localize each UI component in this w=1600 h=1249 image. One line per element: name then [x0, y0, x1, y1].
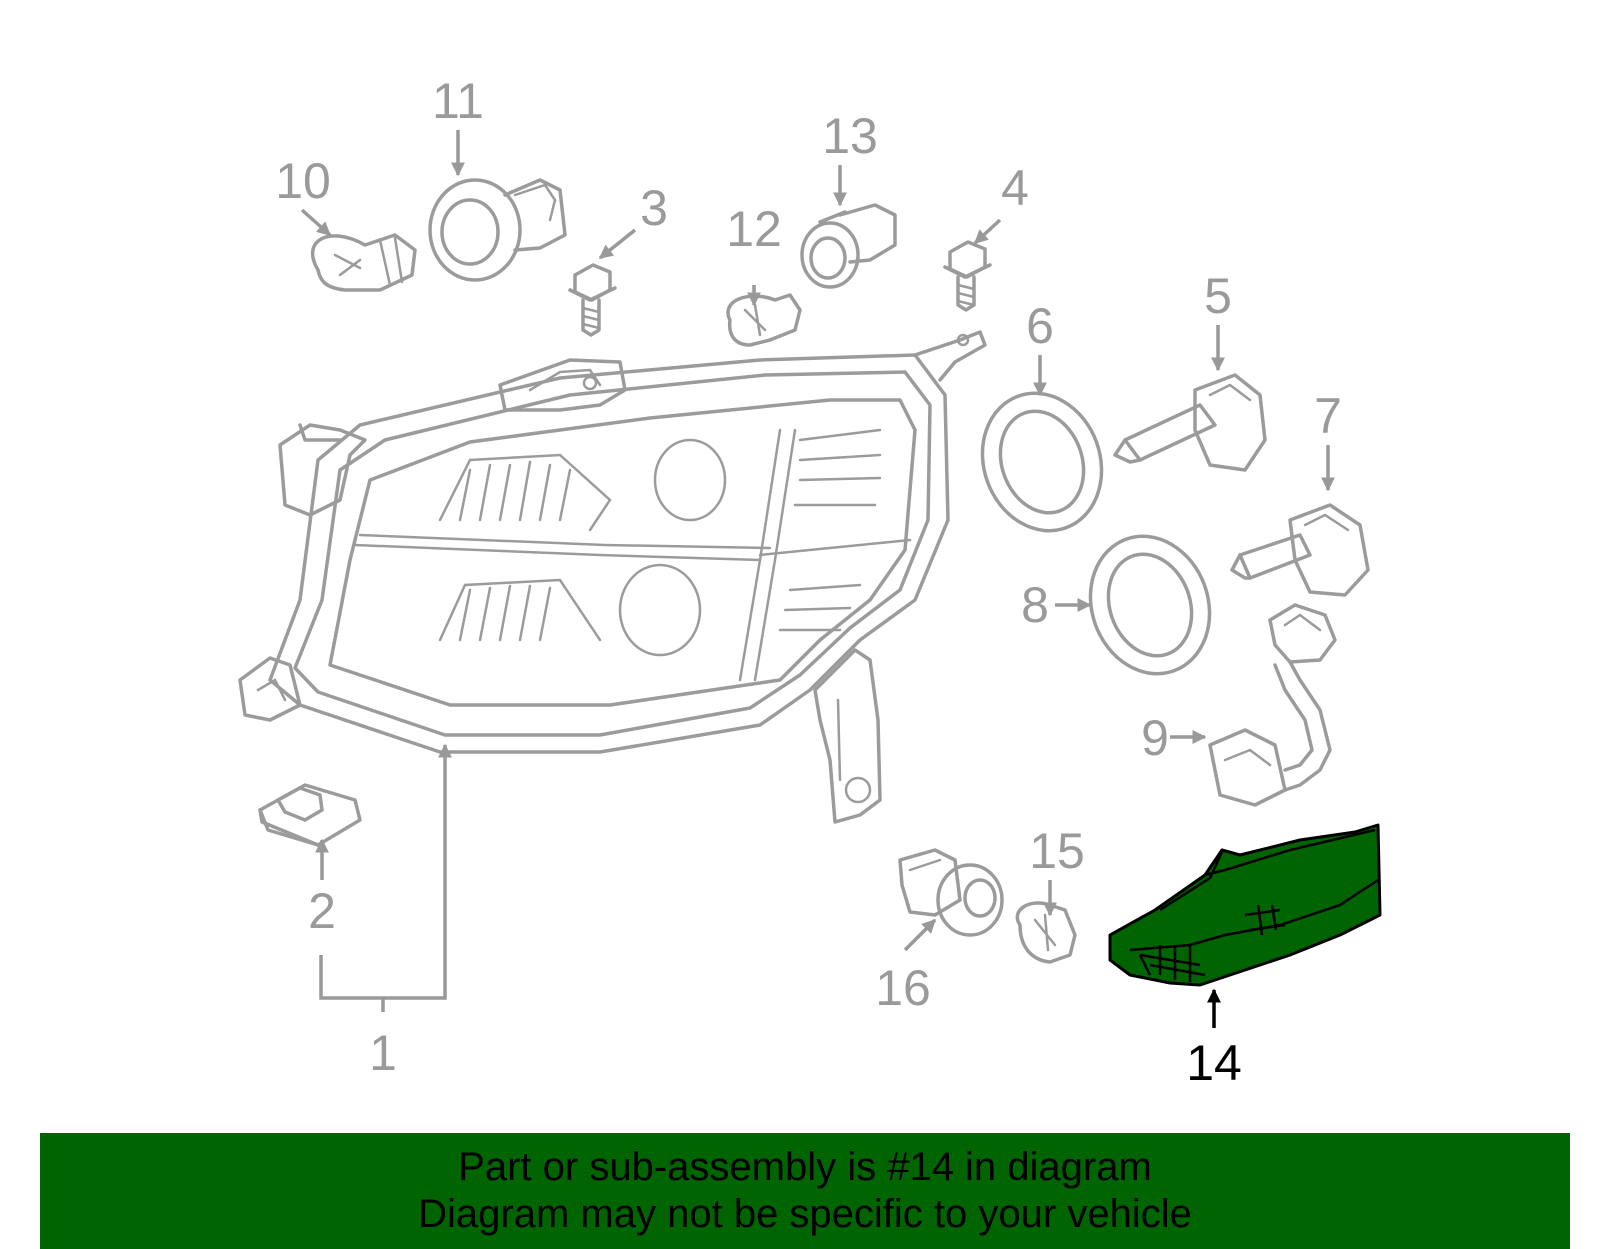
- clip-part-2: [258, 783, 362, 847]
- callout-6: 6: [1026, 298, 1054, 354]
- bolt-part-3: [568, 263, 617, 337]
- socket-part-13: [800, 203, 897, 289]
- callout-4: 4: [1001, 160, 1029, 216]
- harness-part-9: [1208, 603, 1337, 807]
- callout-2: 2: [308, 883, 336, 939]
- bulb-part-5: [1113, 373, 1267, 472]
- info-banner: Part or sub-assembly is #14 in diagram D…: [40, 1133, 1570, 1249]
- seal-ring-part-6: [980, 391, 1104, 533]
- callout-5: 5: [1204, 268, 1232, 324]
- bulb-part-12: [726, 293, 802, 347]
- callout-3: 3: [640, 180, 668, 236]
- socket-part-16: [898, 848, 1004, 937]
- callout-14: 14: [1186, 1035, 1242, 1091]
- callout-7: 7: [1314, 388, 1342, 444]
- bulb-part-10: [310, 233, 417, 292]
- headlamp-assembly: [238, 330, 987, 824]
- banner-line-1: Part or sub-assembly is #14 in diagram: [458, 1145, 1152, 1189]
- callout-9: 9: [1141, 710, 1169, 766]
- callout-8: 8: [1021, 577, 1049, 633]
- leader-lines: [300, 130, 1335, 1028]
- bulb-part-7: [1230, 503, 1370, 597]
- callout-1: 1: [369, 1025, 397, 1081]
- banner-line-2: Diagram may not be specific to your vehi…: [418, 1192, 1192, 1236]
- callout-13: 13: [822, 108, 878, 164]
- callout-labels: 1 2 3 4 5 6 7 8 9 10 11 12 13 14 15 16: [275, 73, 1342, 1091]
- socket-part-11: [428, 178, 567, 282]
- bulb-part-15: [1015, 901, 1077, 964]
- callout-15: 15: [1029, 823, 1085, 879]
- callout-10: 10: [275, 153, 331, 209]
- seal-ring-part-8: [1088, 534, 1212, 676]
- callout-16: 16: [875, 960, 931, 1016]
- callout-11: 11: [432, 73, 484, 129]
- callout-12: 12: [726, 201, 782, 257]
- highlighted-part-14[interactable]: [1108, 823, 1382, 987]
- bolt-part-4: [943, 240, 992, 312]
